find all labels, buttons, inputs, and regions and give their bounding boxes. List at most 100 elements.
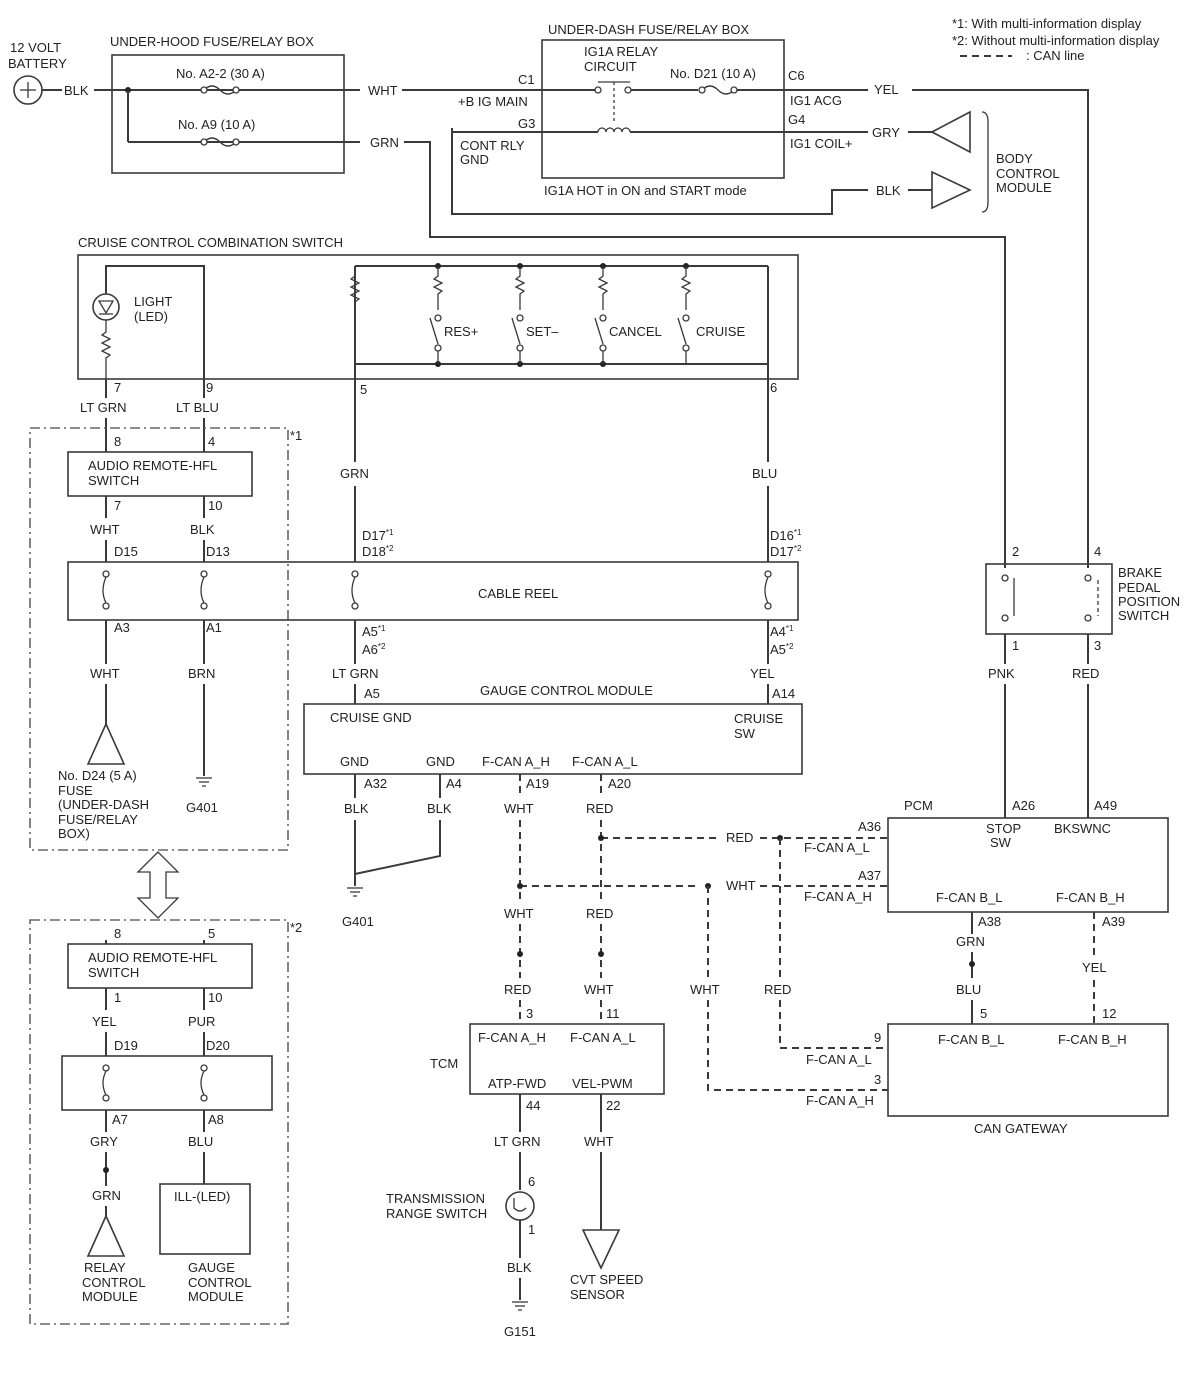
mark-star-2: *2 (290, 920, 302, 935)
pcm-bkswnc: BKSWNC (1054, 821, 1111, 836)
audio2-label-1: AUDIO REMOTE-HFL (88, 950, 217, 965)
pin-brake-2: 2 (1012, 544, 1019, 559)
label-ig1a-hot: IG1A HOT in ON and START mode (544, 183, 747, 198)
pcm-stop-2: SW (990, 835, 1012, 850)
pin-brake-1: 1 (1012, 638, 1019, 653)
pcm-fcan-b-l: F-CAN B_L (936, 890, 1002, 905)
audio-switch-1-box (67, 451, 253, 497)
brake-switch-box (985, 563, 1113, 635)
pin-a6: A6*2 (362, 642, 386, 657)
pin-tcm-11: 11 (606, 1006, 620, 1021)
audio1-label-1: AUDIO REMOTE-HFL (88, 458, 217, 473)
gw-fcan-a-l: F-CAN A_L (806, 1052, 872, 1067)
wire-lt-blu: LT BLU (176, 400, 219, 415)
wire-pur: PUR (188, 1014, 215, 1029)
wire-red-3: RED (504, 982, 531, 997)
bcm-label-3: MODULE (996, 180, 1052, 195)
pcm-box (887, 817, 1169, 913)
brake-label-1: BRAKE (1118, 565, 1162, 580)
wire-red-1: RED (586, 801, 613, 816)
wire-grn-4: GRN (92, 1188, 121, 1203)
fuse-d24-l5: BOX) (58, 826, 90, 841)
led-resistor-icon (100, 320, 112, 388)
cancel-switch-icon (594, 263, 609, 367)
cruise-label: CRUISE (696, 324, 745, 339)
fuse-d24-l4: FUSE/RELAY (58, 812, 138, 827)
set-switch-icon (511, 263, 526, 367)
ground-g151-icon (512, 1301, 528, 1311)
relay-label-2: CIRCUIT (584, 59, 637, 74)
label-cont-rly: CONT RLY (460, 138, 525, 153)
brake-switch-contacts (1001, 574, 1099, 622)
wire-blk-5: BLK (507, 1260, 532, 1275)
ill-gauge-l1: GAUGE (188, 1260, 235, 1275)
wire-red-2: RED (586, 906, 613, 921)
wire-cruise-grn: GRN (340, 466, 369, 481)
bcm-input-icon (930, 110, 971, 154)
wire-red-h: RED (726, 830, 753, 845)
wire-yel: YEL (874, 82, 899, 97)
wire-red-5: RED (1072, 666, 1099, 681)
mark-star-1: *1 (290, 428, 302, 443)
led-icon (92, 293, 120, 321)
pin-a2-1: 1 (114, 990, 121, 1005)
pin-c6: C6 (788, 68, 805, 83)
trs-icon (505, 1191, 535, 1221)
wire-wht-7: WHT (690, 982, 720, 997)
cvt-sensor-icon (581, 1229, 621, 1270)
wire-wht-h: WHT (726, 878, 756, 893)
wire-wht-8: WHT (584, 1134, 614, 1149)
pin-cruise-5: 5 (360, 382, 367, 397)
res-label: RES+ (444, 324, 478, 339)
ground-g151: G151 (504, 1324, 536, 1339)
bcm-output-icon (931, 170, 972, 210)
wire-wht-4: WHT (504, 801, 534, 816)
wire-yel-3: YEL (1082, 960, 1107, 975)
wire-audio-wht: WHT (90, 522, 120, 537)
pin-cruise-7: 7 (114, 380, 121, 395)
audio2-label-2: SWITCH (88, 965, 139, 980)
fuse-d24-l1: No. D24 (5 A) (58, 768, 137, 783)
group-without-mid (29, 919, 289, 1325)
wire-lt-grn-3: LT GRN (494, 1134, 540, 1149)
pin-a5: A5*1 (362, 624, 386, 639)
relay-label-1: IG1A RELAY (584, 44, 659, 59)
pin-gw-5: 5 (980, 1006, 987, 1021)
pin-gauge-a4: A4 (446, 776, 462, 791)
pin-a2-5: 5 (208, 926, 215, 941)
pin-d17: D17*1 (362, 528, 394, 543)
can-gateway-title: CAN GATEWAY (974, 1121, 1068, 1136)
battery-label-1: 12 VOLT (10, 40, 61, 55)
fuse-d24-l3: (UNDER-DASH (58, 797, 149, 812)
brake-label-3: POSITION (1118, 594, 1180, 609)
fuse-d24-icon (86, 722, 126, 765)
set-label: SET– (526, 324, 559, 339)
wire-blk-2: BLK (876, 183, 901, 198)
bcm-bracket (981, 111, 989, 213)
gauge-gnd-2: GND (426, 754, 455, 769)
battery-label-2: BATTERY (8, 56, 67, 71)
wire-blu-3: BLU (956, 982, 981, 997)
pcm-fcan-a-l: F-CAN A_L (804, 840, 870, 855)
note-1: *1: With multi-information display (952, 16, 1142, 31)
pin-a8: A8 (208, 1112, 224, 1127)
gw-fcan-a-h: F-CAN A_H (806, 1093, 874, 1108)
underdash-box (541, 39, 785, 179)
trs-label-2: RANGE SWITCH (386, 1206, 487, 1221)
relay-mod-l2: CONTROL (82, 1275, 146, 1290)
gauge-fcan-l: F-CAN A_L (572, 754, 638, 769)
note-can: : CAN line (1026, 48, 1085, 63)
pin-pcm-a36: A36 (858, 819, 881, 834)
pin-d13: D13 (206, 544, 230, 559)
wire-gry: GRY (872, 125, 900, 140)
tcm-atp-fwd: ATP-FWD (488, 1076, 546, 1091)
pin-a3: A3 (114, 620, 130, 635)
bcm-label-2: CONTROL (996, 166, 1060, 181)
underhood-box (111, 54, 345, 174)
fuse-a9: No. A9 (10 A) (178, 117, 255, 132)
wire-wht-6: WHT (584, 982, 614, 997)
cable-reel-title: CABLE REEL (478, 586, 558, 601)
pin-gw-12: 12 (1102, 1006, 1116, 1021)
gauge-fcan-h: F-CAN A_H (482, 754, 550, 769)
